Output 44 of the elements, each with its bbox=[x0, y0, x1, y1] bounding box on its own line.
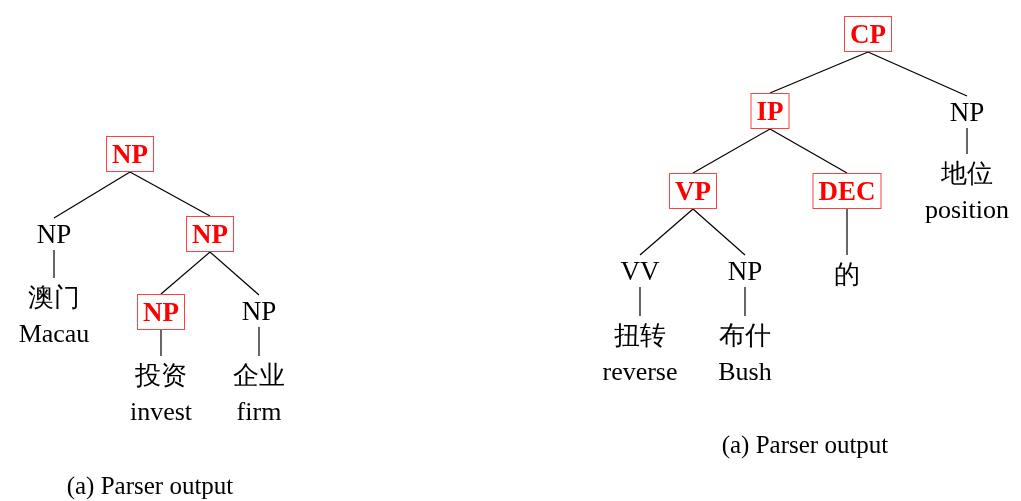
tree-branch bbox=[639, 286, 641, 317]
highlighted-constituent-box: NP bbox=[186, 216, 234, 252]
tree-branch bbox=[769, 128, 848, 174]
tree-branch bbox=[692, 208, 746, 256]
gloss: Macau bbox=[18, 318, 90, 350]
highlighted-constituent-box: NP bbox=[137, 294, 185, 330]
highlighted-constituent-box: VP bbox=[669, 173, 717, 209]
gloss: firm bbox=[235, 396, 283, 428]
word: 地位 bbox=[940, 157, 994, 190]
tree-branch bbox=[639, 208, 694, 256]
word: 澳门 bbox=[27, 281, 81, 314]
category-label: VV bbox=[620, 255, 660, 287]
tree-branch bbox=[769, 51, 869, 94]
tree-branch bbox=[129, 171, 211, 217]
tree-branch bbox=[867, 51, 968, 97]
tree-branch bbox=[744, 286, 746, 317]
category-label: NP bbox=[727, 255, 763, 287]
tree-branch bbox=[160, 329, 162, 357]
tree-branch bbox=[692, 128, 771, 174]
tree-branch bbox=[160, 251, 211, 295]
gloss: reverse bbox=[602, 356, 678, 388]
gloss: position bbox=[925, 194, 1009, 226]
word: 投资 bbox=[134, 359, 188, 392]
category-label: 的 bbox=[834, 255, 860, 293]
highlighted-constituent-box: DEC bbox=[812, 173, 882, 209]
gloss: invest bbox=[129, 396, 193, 428]
gloss: Bush bbox=[718, 356, 772, 388]
tree-branch bbox=[846, 208, 848, 256]
highlighted-constituent-box: NP bbox=[106, 136, 154, 172]
tree-branch bbox=[209, 251, 260, 296]
tree-branch bbox=[53, 249, 55, 279]
tree-branch bbox=[53, 171, 131, 219]
highlighted-constituent-box: IP bbox=[750, 93, 790, 129]
category-label: NP bbox=[949, 96, 985, 128]
tree-branch bbox=[258, 326, 260, 357]
word: 扭转 bbox=[613, 319, 667, 352]
figure-caption: (a) Parser output bbox=[721, 431, 889, 459]
highlighted-constituent-box: CP bbox=[844, 16, 892, 52]
category-label: NP bbox=[241, 295, 277, 327]
figure-caption: (a) Parser output bbox=[66, 472, 234, 500]
word: 企业 bbox=[233, 359, 285, 392]
category-label: NP bbox=[36, 218, 72, 250]
tree-branch bbox=[966, 127, 968, 155]
word: 布什 bbox=[718, 319, 772, 352]
